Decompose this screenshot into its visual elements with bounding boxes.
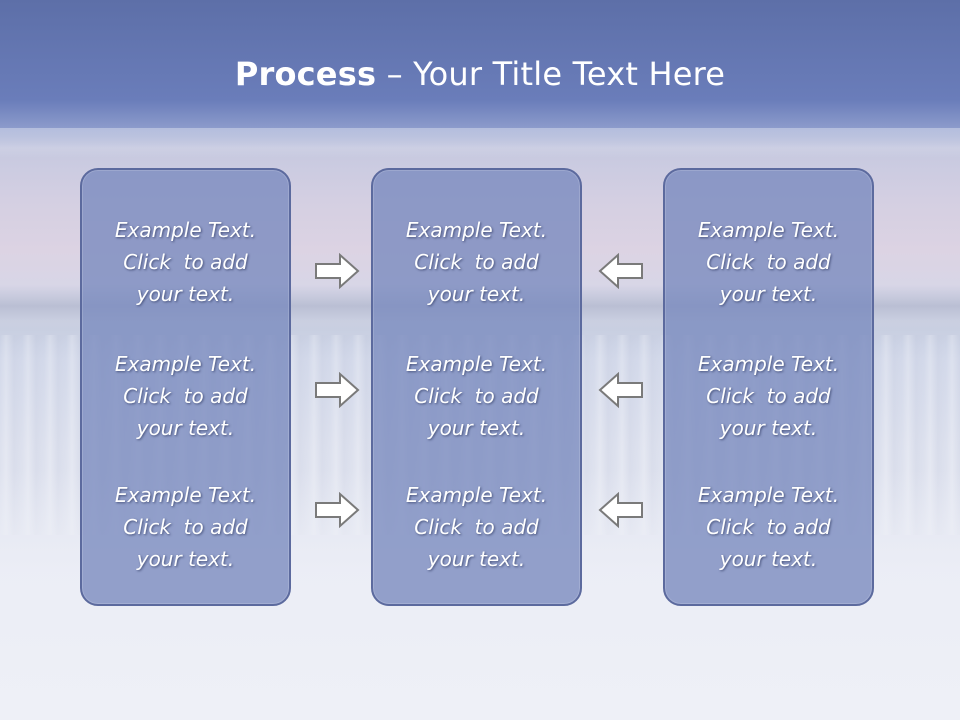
right-arrow-icon[interactable] bbox=[314, 372, 360, 408]
left-arrow-icon[interactable] bbox=[598, 492, 644, 528]
text-block[interactable]: Example Text. Click to add your text. bbox=[405, 218, 548, 306]
process-box-right[interactable]: Example Text. Click to add your text. Ex… bbox=[663, 168, 874, 606]
text-block[interactable]: Example Text. Click to add your text. bbox=[114, 218, 257, 306]
title-bold: Process bbox=[234, 55, 377, 93]
left-arrow-icon[interactable] bbox=[598, 253, 644, 289]
text-block[interactable]: Example Text. Click to add your text. bbox=[114, 352, 257, 440]
right-arrow-icon[interactable] bbox=[314, 253, 360, 289]
slide-title[interactable]: Process – Your Title Text Here bbox=[0, 52, 960, 96]
process-box-middle[interactable]: Example Text. Click to add your text. Ex… bbox=[371, 168, 582, 606]
text-block[interactable]: Example Text. Click to add your text. bbox=[697, 218, 840, 306]
text-block[interactable]: Example Text. Click to add your text. bbox=[114, 483, 257, 571]
text-block[interactable]: Example Text. Click to add your text. bbox=[697, 483, 840, 571]
left-arrow-icon[interactable] bbox=[598, 372, 644, 408]
right-arrow-icon[interactable] bbox=[314, 492, 360, 528]
process-box-left[interactable]: Example Text. Click to add your text. Ex… bbox=[80, 168, 291, 606]
sky-haze bbox=[0, 128, 960, 158]
text-block[interactable]: Example Text. Click to add your text. bbox=[405, 352, 548, 440]
text-block[interactable]: Example Text. Click to add your text. bbox=[697, 352, 840, 440]
title-rest: – Your Title Text Here bbox=[376, 55, 726, 93]
text-block[interactable]: Example Text. Click to add your text. bbox=[405, 483, 548, 571]
